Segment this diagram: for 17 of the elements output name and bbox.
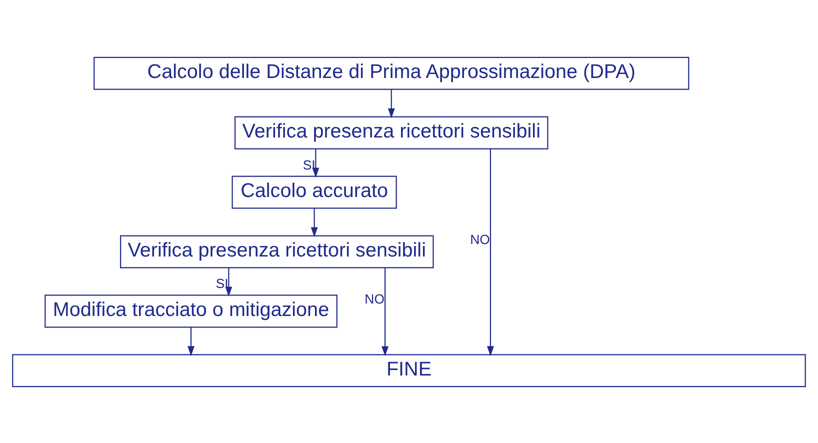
edge-label: NO xyxy=(364,291,384,306)
arrow xyxy=(487,148,494,356)
edge-label: SI xyxy=(216,276,228,291)
node-box: Verifica presenza ricettori sensibili xyxy=(120,234,434,268)
arrow xyxy=(310,208,318,237)
node-box: FINE xyxy=(12,354,806,387)
edge-label: SI xyxy=(302,156,316,172)
edge-label: NO xyxy=(470,232,490,247)
arrow xyxy=(188,326,194,356)
arrow xyxy=(388,89,395,118)
node-box: Calcolo delle Distanze di Prima Approssimazione (DPA) xyxy=(94,56,690,90)
arrow xyxy=(312,148,320,178)
arrow xyxy=(225,267,232,296)
node-box: Verifica presenza ricettori sensibili xyxy=(234,116,548,149)
node-box: Calcolo accurato xyxy=(232,175,397,208)
arrow xyxy=(382,267,389,356)
node-box: Modifica tracciato o mitigazione xyxy=(44,294,338,328)
